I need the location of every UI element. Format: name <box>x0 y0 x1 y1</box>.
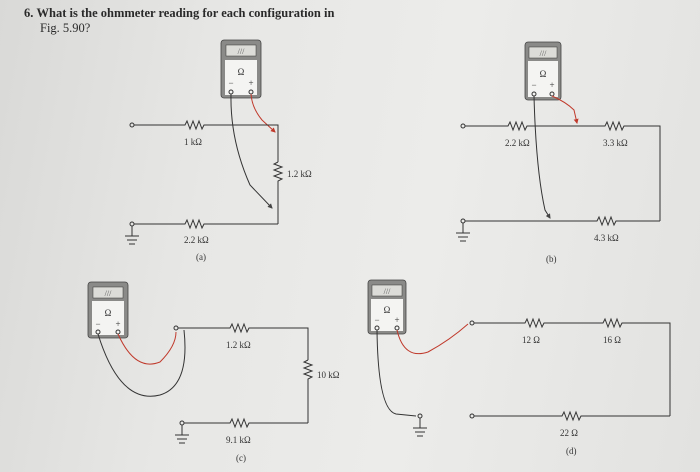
figure-a: /// Ω − + 1 kΩ 1.2 kΩ 2.2 kΩ (a) <box>125 39 312 262</box>
lead-black-d <box>376 329 417 417</box>
ohmmeter-a: /// Ω − + <box>220 39 262 99</box>
question-text: 6. What is the ohmmeter reading for each… <box>24 6 444 36</box>
resistor-a-1-label: 1 kΩ <box>184 137 202 147</box>
figure-d: /// Ω − + 12 Ω 16 Ω 22 Ω (d) <box>367 279 671 456</box>
lead-red-c <box>117 331 177 365</box>
ground-icon <box>125 226 139 245</box>
meter-c-display: /// <box>105 289 112 298</box>
lead-black-a <box>230 93 273 209</box>
meter-d-minus: − <box>374 315 379 325</box>
meter-c-minus: − <box>95 319 100 329</box>
meter-a-plus: + <box>248 78 253 88</box>
meter-d-ohm-symbol: Ω <box>384 305 391 315</box>
figure-b: /// Ω − + 2.2 kΩ 3.3 kΩ 4.3 kΩ (b) <box>456 41 661 264</box>
resistor-c-3-label: 9.1 kΩ <box>226 435 251 445</box>
meter-b-ohm-symbol: Ω <box>540 69 547 79</box>
question-line2: Fig. 5.90? <box>40 21 91 35</box>
resistor-b-1-label: 2.2 kΩ <box>505 138 530 148</box>
meter-d-plus: + <box>394 315 399 325</box>
ohmmeter-c: /// Ω − + <box>87 281 129 339</box>
resistor-b-2-label: 3.3 kΩ <box>603 138 628 148</box>
meter-c-ohm-symbol: Ω <box>105 308 112 318</box>
lead-black-b <box>533 95 551 219</box>
ground-icon <box>413 418 427 437</box>
resistor-c-1-label: 1.2 kΩ <box>226 340 251 350</box>
caption-d: (d) <box>566 446 577 456</box>
meter-a-display: /// <box>238 47 245 56</box>
meter-a-minus: − <box>228 78 233 88</box>
caption-c: (c) <box>236 453 246 463</box>
question-line1: What is the ohmmeter reading for each co… <box>36 6 335 20</box>
ohmmeter-d: /// Ω − + <box>367 279 407 335</box>
ground-icon <box>456 223 470 242</box>
resistor-a-3-label: 2.2 kΩ <box>184 235 209 245</box>
question-number: 6. <box>24 6 34 20</box>
lead-red-a <box>250 93 276 133</box>
lead-black-c <box>97 329 186 397</box>
figure-c: /// Ω − + 1.2 kΩ 10 kΩ 9.1 kΩ (c) <box>87 281 340 463</box>
caption-b: (b) <box>546 254 557 264</box>
ground-icon <box>175 425 189 444</box>
meter-d-display: /// <box>384 287 391 296</box>
resistor-d-2-label: 16 Ω <box>603 335 621 345</box>
caption-a: (a) <box>196 252 206 262</box>
meter-c-plus: + <box>115 319 120 329</box>
lead-red-b <box>551 95 579 124</box>
resistor-d-3-label: 22 Ω <box>560 428 578 438</box>
resistor-c-2-label: 10 kΩ <box>317 370 340 380</box>
meter-b-minus: − <box>531 80 536 90</box>
resistor-a-2-label: 1.2 kΩ <box>287 169 312 179</box>
resistor-d-1-label: 12 Ω <box>522 335 540 345</box>
lead-red-d <box>396 323 469 355</box>
meter-b-plus: + <box>549 80 554 90</box>
meter-b-display: /// <box>540 49 547 58</box>
ohmmeter-b: /// Ω − + <box>524 41 562 101</box>
meter-a-ohm-symbol: Ω <box>238 67 245 77</box>
resistor-b-3-label: 4.3 kΩ <box>594 233 619 243</box>
